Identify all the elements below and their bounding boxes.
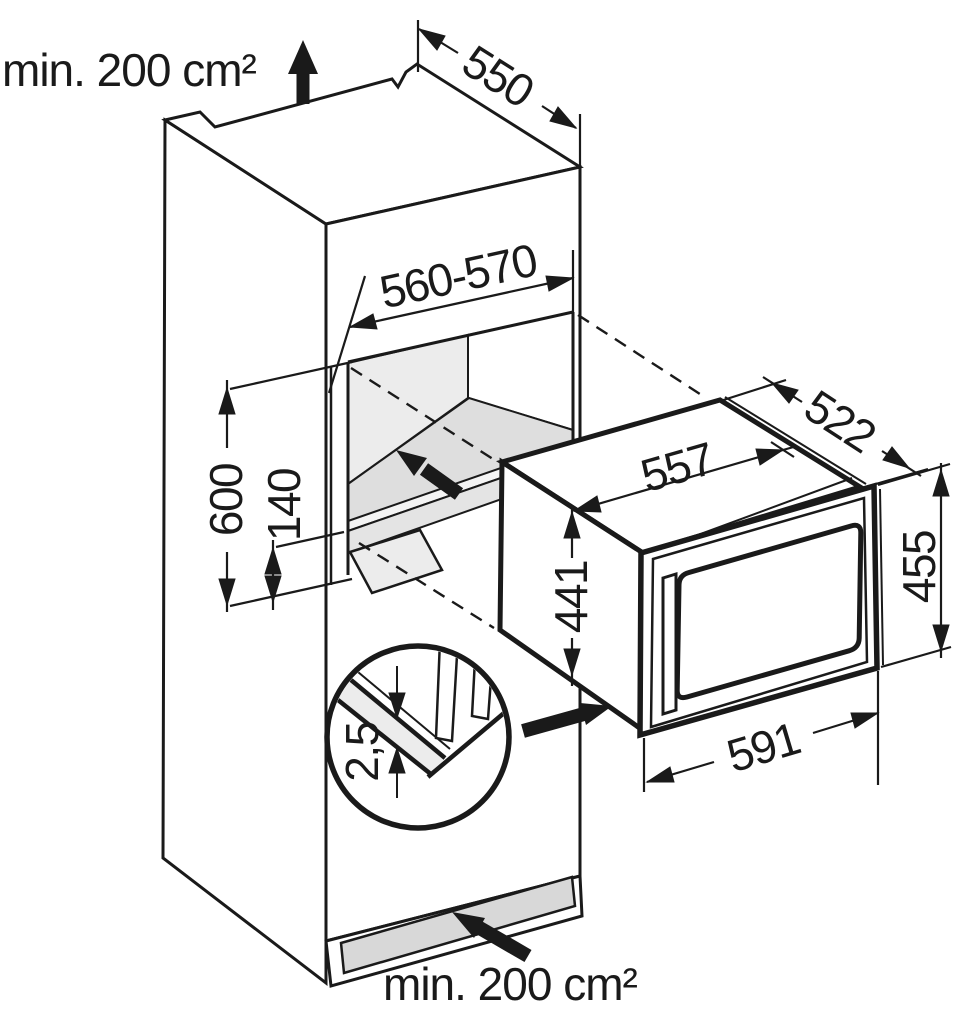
detail-pointer-arrow bbox=[521, 703, 612, 738]
dim-140-arrow-top bbox=[264, 546, 282, 575]
appliance bbox=[496, 396, 884, 739]
dim-455-arrow-bottom bbox=[932, 624, 950, 653]
dim-25-arrow-bottom bbox=[388, 746, 406, 774]
mounting-rail-lip bbox=[348, 528, 444, 595]
cabinet-side-panel bbox=[161, 117, 328, 987]
dim-niche-height-label: 600 bbox=[200, 464, 252, 536]
dim-550-arrow-a bbox=[417, 28, 446, 51]
dim-140-arrow-bottom bbox=[264, 575, 282, 604]
dim-140-ext-top bbox=[275, 530, 345, 549]
vent-top: min. 200 cm² bbox=[2, 40, 318, 104]
vent-top-arrow-head bbox=[288, 40, 318, 74]
dim-600-ext-top bbox=[229, 360, 353, 391]
dim-560-ext-left bbox=[327, 275, 367, 394]
niche-edge-top bbox=[347, 310, 574, 364]
dim-base-height-label: 140 bbox=[258, 469, 310, 541]
dim-front-height: 455 bbox=[877, 462, 952, 669]
detail-lip-front-edge bbox=[426, 711, 506, 779]
dim-557-arrow-a bbox=[572, 495, 602, 513]
projection-line-bottom bbox=[358, 541, 495, 630]
dim-591-arrow-b bbox=[850, 712, 880, 729]
dim-591-arrow-a bbox=[645, 766, 675, 783]
dim-522-ext-right bbox=[861, 467, 929, 490]
dim-557-line bbox=[573, 448, 784, 513]
detail-lip-edge-upper bbox=[343, 673, 447, 760]
detail-door-bar-left bbox=[434, 649, 460, 743]
dim-front-width-label: 591 bbox=[721, 712, 805, 782]
dim-600-arrow-bottom bbox=[218, 578, 236, 607]
vent-bottom-arrow-shaft bbox=[474, 920, 532, 963]
dim-appliance-height-label: 441 bbox=[545, 561, 597, 633]
projection-line-top-left bbox=[350, 366, 497, 463]
appliance-back-rim-line bbox=[724, 396, 867, 485]
dim-base-height: 140 bbox=[258, 469, 345, 610]
dim-appliance-depth-label: 522 bbox=[796, 380, 885, 463]
dim-600-arrow-top bbox=[218, 386, 236, 415]
dim-550-arrow-b bbox=[549, 106, 578, 129]
dim-441-arrow-top bbox=[563, 510, 581, 539]
dim-557-arrow-b bbox=[755, 448, 785, 466]
detail-circle: 2,5 bbox=[324, 643, 612, 831]
plinth-vent-strip bbox=[339, 875, 577, 975]
dim-front-height-label: 455 bbox=[893, 531, 945, 603]
appliance-door-window bbox=[674, 522, 864, 701]
insertion-arrow-head bbox=[396, 450, 427, 476]
projection-lines bbox=[350, 313, 704, 630]
dim-edge-gap: 2,5 bbox=[336, 666, 406, 798]
dim-455-ext-bottom bbox=[880, 645, 952, 669]
dim-455-arrow-top bbox=[932, 468, 950, 497]
dim-522-arrow-b bbox=[882, 446, 911, 469]
dim-niche-height: 600 bbox=[200, 360, 353, 612]
vent-top-arrow-shaft bbox=[296, 72, 310, 104]
detail-lip-edge-lower bbox=[336, 698, 434, 777]
detail-pointer-shaft bbox=[521, 707, 586, 738]
vent-top-label: min. 200 cm² bbox=[2, 44, 257, 96]
appliance-door-edge-line bbox=[879, 488, 884, 666]
dim-560-line bbox=[349, 276, 574, 329]
dim-560-arrow-a bbox=[348, 313, 378, 330]
appliance-door-handle bbox=[661, 571, 678, 717]
detail-lip-face bbox=[338, 675, 445, 775]
dim-600-ext-bottom bbox=[229, 577, 353, 608]
insertion-arrow bbox=[396, 450, 464, 500]
dim-appliance-height: 441 bbox=[545, 505, 597, 686]
insertion-arrow-shaft bbox=[419, 463, 464, 500]
dim-560-arrow-b bbox=[545, 275, 575, 292]
appliance-door-inner-line bbox=[649, 496, 869, 729]
dim-441-arrow-bottom bbox=[563, 648, 581, 677]
detail-lip-thin-line bbox=[351, 666, 451, 750]
vent-bottom-label: min. 200 cm² bbox=[383, 958, 638, 1010]
dim-455-ext-top bbox=[877, 462, 951, 487]
detail-pointer-head bbox=[580, 703, 612, 725]
dim-557-overshoot bbox=[782, 444, 798, 452]
dim-25-arrow-top bbox=[388, 692, 406, 720]
vent-bottom: min. 200 cm² bbox=[383, 912, 639, 1010]
projection-line-top-right bbox=[577, 313, 704, 398]
dim-front-width: 591 bbox=[642, 671, 880, 792]
dim-522-arrow-a bbox=[770, 382, 799, 404]
vent-bottom-arrow-head bbox=[452, 912, 485, 938]
dim-edge-gap-label: 2,5 bbox=[336, 722, 388, 781]
